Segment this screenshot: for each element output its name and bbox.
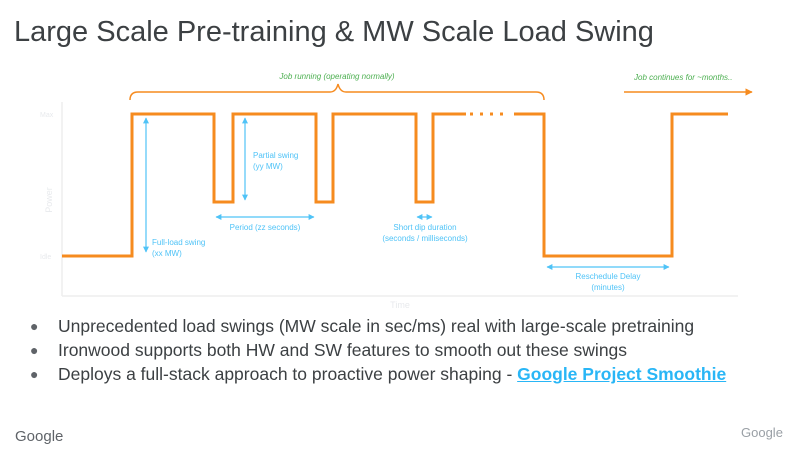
bullet-dot-icon: ●	[30, 366, 39, 382]
period-label: Period (zz seconds)	[230, 223, 301, 232]
bullet-text: Unprecedented load swings (MW scale in s…	[58, 316, 695, 336]
bullet-text: Deploys a full-stack approach to proacti…	[58, 364, 518, 384]
x-axis-label: Time	[390, 300, 410, 310]
google-logo: Google	[15, 428, 64, 445]
bullet-text: Ironwood supports both HW and SW feature…	[58, 340, 628, 360]
power-waveform	[62, 112, 466, 258]
y-high-label: Max	[40, 112, 54, 119]
partial-swing-label: Partial swing	[253, 151, 298, 160]
job-running-caption: Job running (operating normally)	[278, 72, 395, 81]
bullet-list: ● Unprecedented load swings (MW scale in…	[30, 314, 726, 386]
reschedule-value: (minutes)	[591, 283, 625, 292]
bullet-item: ● Unprecedented load swings (MW scale in…	[30, 314, 726, 338]
short-dip-label: Short dip duration	[393, 223, 456, 232]
job-continues-caption: Job continues for ~months..	[633, 73, 733, 82]
load-swing-diagram: Power Time Max Idle Job running (operati…	[40, 72, 753, 310]
partial-swing-value: (yy MW)	[253, 162, 283, 171]
bullet-dot-icon: ●	[30, 318, 39, 334]
bullet-item: ● Deploys a full-stack approach to proac…	[30, 362, 726, 386]
project-smoothie-link[interactable]: Google Project Smoothie	[517, 364, 727, 384]
job-running-bracket	[129, 83, 545, 101]
power-waveform-tail	[514, 112, 728, 258]
bullet-item: ● Ironwood supports both HW and SW featu…	[30, 338, 726, 362]
slide-title: Large Scale Pre-training & MW Scale Load…	[14, 16, 654, 48]
reschedule-label: Reschedule Delay	[576, 272, 641, 281]
full-load-label: Full-load swing	[152, 238, 205, 247]
bullet-dot-icon: ●	[30, 342, 39, 358]
short-dip-value: (seconds / milliseconds)	[382, 234, 468, 243]
google-logo-small: Google	[741, 425, 783, 440]
y-low-label: Idle	[40, 254, 51, 261]
y-axis-label: Power	[44, 187, 54, 213]
full-load-value: (xx MW)	[152, 249, 182, 258]
